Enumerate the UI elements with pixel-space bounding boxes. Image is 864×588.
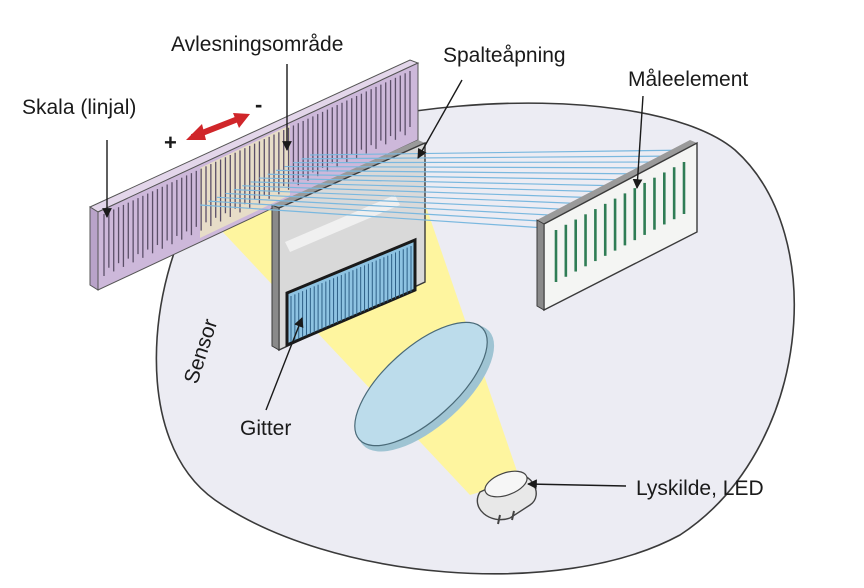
beam-line [208, 200, 557, 223]
beam-line [225, 192, 580, 211]
grating-leader [265, 317, 304, 411]
grating-plate [271, 140, 426, 352]
beam-line [293, 161, 672, 164]
minus-sign: - [255, 92, 262, 117]
beam-line [284, 165, 661, 169]
light-source-leader [527, 479, 627, 490]
beam-line [233, 189, 592, 205]
light-beam [199, 149, 696, 229]
beam-line [242, 185, 603, 199]
direction-arrow [186, 113, 250, 140]
beam-line [267, 173, 638, 181]
detector-bars [554, 162, 686, 282]
beam-line [216, 196, 569, 217]
led-light-source [476, 470, 537, 525]
measuring-element [536, 140, 698, 312]
plus-sign: + [164, 130, 177, 155]
lens [354, 321, 495, 452]
beam-line [250, 181, 615, 193]
beam-line [309, 149, 696, 156]
label-reading-area: Avlesningsområde [171, 33, 343, 56]
beam-line [276, 169, 649, 175]
beam-line [301, 155, 684, 160]
scale-ticks [103, 71, 411, 276]
grating-window [285, 237, 417, 348]
label-measuring-element: Måleelement [628, 68, 748, 91]
measuring-element-leader [632, 95, 644, 189]
label-light-source: Lyskilde, LED [636, 477, 764, 500]
scale-ruler [88, 59, 420, 291]
grating-lines [290, 246, 412, 342]
slit-leader [417, 79, 463, 159]
label-grating: Gitter [240, 417, 291, 440]
label-slit: Spalteåpning [443, 44, 566, 67]
beam-line [199, 204, 546, 229]
label-scale: Skala (linjal) [22, 96, 136, 119]
beam-line [259, 177, 626, 187]
